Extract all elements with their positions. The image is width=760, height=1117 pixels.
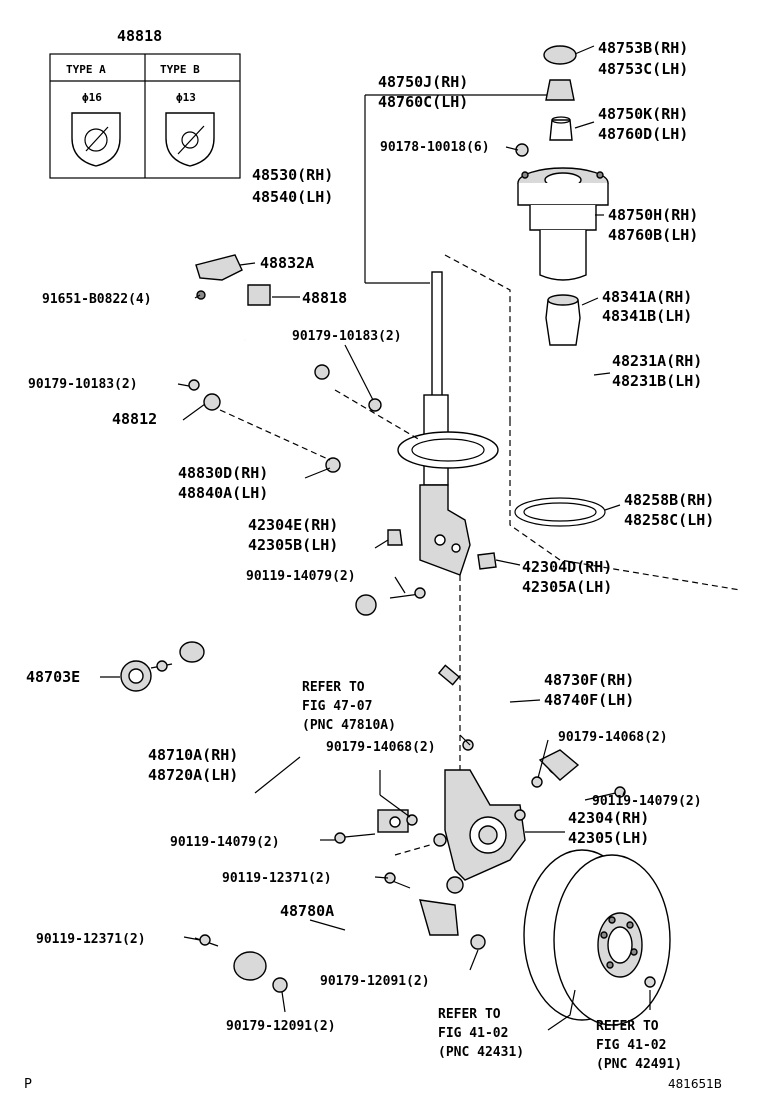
upper-bushing	[549, 119, 573, 141]
label-42305: 42305(LH)	[568, 829, 649, 847]
stabilizer-bushing	[247, 284, 271, 306]
label-42304e: 42304E(RH)	[248, 516, 338, 534]
label-90179-12091-right: 90179-12091(2)	[320, 974, 430, 989]
label-48760c: 48760C(LH)	[378, 93, 468, 111]
inset-type-a-label: TYPE A	[66, 63, 106, 76]
label-refer-42431-line1: REFER TO	[438, 1007, 501, 1022]
label-48231b: 48231B(LH)	[612, 372, 702, 390]
inset-type-b-label: TYPE B	[160, 63, 200, 76]
label-48703e: 48703E	[26, 668, 80, 686]
label-refer-42491-line2: FIG 41-02	[596, 1038, 666, 1053]
inset-type-a-dim: ϕ16	[82, 91, 102, 104]
label-48231a: 48231A(RH)	[612, 352, 702, 370]
label-48780a: 48780A	[280, 902, 334, 920]
label-91651: 91651-B0822(4)	[42, 292, 152, 307]
label-90179-14068-right: 90179-14068(2)	[558, 730, 668, 745]
label-90179-10183-top: 90179-10183(2)	[292, 329, 402, 344]
part-labels: 48753B(RH) 48753C(LH) 48750J(RH) 48760C(…	[26, 39, 714, 1072]
upper-mount-parts	[515, 45, 609, 346]
label-48840a: 48840A(LH)	[178, 484, 268, 502]
strut-assembly	[364, 94, 550, 576]
label-48812: 48812	[112, 410, 157, 428]
label-42304: 42304(RH)	[568, 809, 649, 827]
brake-disc	[523, 849, 671, 1026]
label-48341a: 48341A(RH)	[602, 288, 692, 306]
label-48540: 48540(LH)	[252, 188, 333, 206]
label-refer-42431-line2: FIG 41-02	[438, 1026, 508, 1041]
label-48832a: 48832A	[260, 254, 314, 272]
label-48760d: 48760D(LH)	[598, 125, 688, 143]
label-48730f: 48730F(RH)	[544, 671, 634, 689]
label-48740f: 48740F(LH)	[544, 691, 634, 709]
label-refer-47-07-line2: FIG 47-07	[302, 699, 372, 714]
strut-bushings	[374, 529, 521, 570]
stabilizer-bar	[188, 254, 278, 411]
label-90119-14079-left: 90119-14079(2)	[170, 835, 280, 850]
inset-title: 48818	[117, 27, 162, 45]
corner-mark-left: P	[24, 1077, 32, 1092]
spring-seat	[397, 431, 499, 469]
label-90119-12371-mid: 90119-12371(2)	[222, 871, 332, 886]
label-90178: 90178-10018(6)	[380, 140, 490, 155]
label-48720a: 48720A(LH)	[148, 766, 238, 784]
label-48818: 48818	[302, 289, 347, 307]
bump-stopper	[545, 299, 581, 346]
label-48830d: 48830D(RH)	[178, 464, 268, 482]
trailing-bushing	[120, 660, 173, 692]
label-48258c: 48258C(LH)	[624, 511, 714, 529]
stabilizer-link	[219, 364, 421, 473]
label-48341b: 48341B(LH)	[602, 307, 692, 325]
label-refer-42431-line3: (PNC 42431)	[438, 1045, 524, 1060]
bushing-type-b-icon	[165, 112, 215, 167]
label-90119-14079-top: 90119-14079(2)	[246, 569, 356, 584]
coil-spring	[513, 365, 597, 479]
label-90179-10183-left: 90179-10183(2)	[28, 377, 138, 392]
strut-rod	[431, 271, 443, 398]
nut-cap	[545, 79, 575, 101]
label-48750j: 48750J(RH)	[378, 73, 468, 91]
inset-type-b-dim: ϕ13	[176, 91, 196, 104]
spring-insulator	[514, 497, 606, 527]
label-90179-12091-left: 90179-12091(2)	[226, 1019, 336, 1034]
label-refer-42491-line1: REFER TO	[596, 1019, 659, 1034]
label-48753b: 48753B(RH)	[598, 39, 688, 57]
label-90119-14079-right: 90119-14079(2)	[592, 794, 702, 809]
label-48750k: 48750K(RH)	[598, 105, 688, 123]
label-42304d: 42304D(RH)	[522, 558, 612, 576]
leader-lines	[100, 45, 651, 1031]
label-48760b: 48760B(LH)	[608, 226, 698, 244]
label-refer-47-07-line3: (PNC 47810A)	[302, 718, 396, 733]
lower-link	[194, 899, 486, 993]
label-refer-47-07-line1: REFER TO	[302, 680, 365, 695]
label-48710a: 48710A(RH)	[148, 746, 238, 764]
label-48750h: 48750H(RH)	[608, 206, 698, 224]
dust-cap	[543, 45, 577, 65]
label-48530: 48530(RH)	[252, 166, 333, 184]
inset-stabilizer-bushing-types: 48818 TYPE A TYPE B ϕ16 ϕ13	[49, 27, 241, 179]
label-90119-12371-left: 90119-12371(2)	[36, 932, 146, 947]
stabilizer-bracket	[195, 254, 243, 281]
label-42305b: 42305B(LH)	[248, 536, 338, 554]
label-refer-42491-line3: (PNC 42491)	[596, 1057, 682, 1072]
trailing-arm	[179, 641, 409, 833]
label-90179-14068-left: 90179-14068(2)	[326, 740, 436, 755]
label-48753c: 48753C(LH)	[598, 60, 688, 78]
illustration-number: 481651B	[668, 1077, 722, 1091]
strut-bracket	[419, 484, 471, 576]
label-48258b: 48258B(RH)	[624, 491, 714, 509]
label-42305a: 42305A(LH)	[522, 578, 612, 596]
